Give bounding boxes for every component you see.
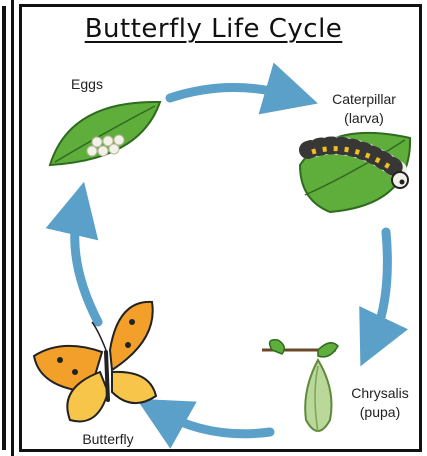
stage-butterfly-label: Butterfly: [68, 430, 148, 449]
arrow-caterpillar-to-chrysalis: [372, 232, 387, 342]
stage-eggs-label: Eggs: [62, 75, 112, 94]
arrow-chrysalis-to-butterfly: [160, 412, 270, 434]
caterpillar-icon: [300, 133, 410, 212]
arrow-butterfly-to-eggs: [75, 208, 98, 322]
egg-leaf-icon: [50, 102, 160, 165]
stage-chrysalis-label: Chrysalis (pupa): [342, 384, 418, 422]
chrysalis-icon: [262, 340, 338, 432]
stage-caterpillar-label: Caterpillar (larva): [318, 90, 410, 128]
arrow-eggs-to-caterpillar: [170, 87, 292, 98]
